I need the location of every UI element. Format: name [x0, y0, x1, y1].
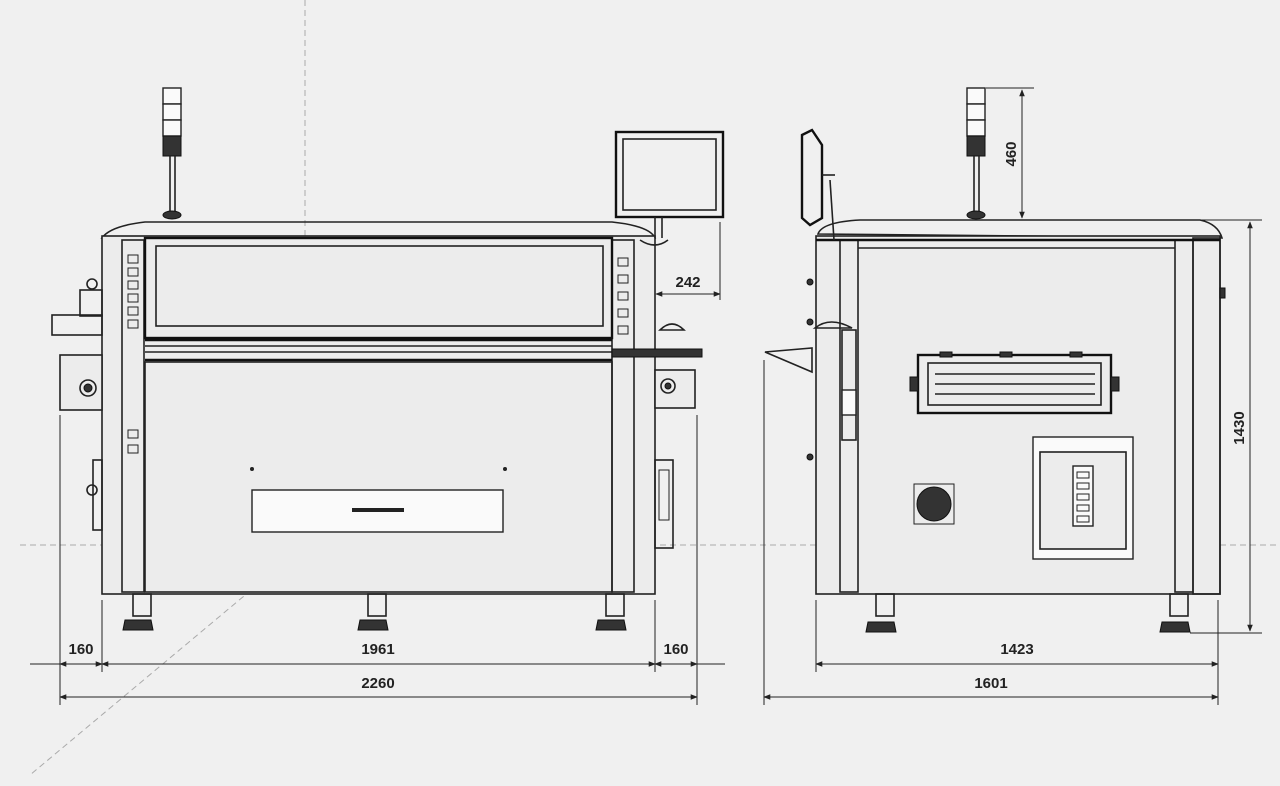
signal-tower-side	[966, 87, 986, 220]
monitor-side	[800, 128, 835, 241]
front-left-buttons	[127, 254, 139, 454]
front-right-buttons	[617, 257, 629, 335]
right-side-module	[654, 323, 696, 549]
signal-tower-front	[162, 87, 182, 220]
side-dimensions	[763, 87, 1262, 705]
dim-front-right-offset: 160	[663, 641, 688, 658]
dim-monitor-overhang: 242	[675, 274, 700, 291]
dim-side-total-depth: 1601	[974, 675, 1007, 692]
front-view	[51, 87, 725, 631]
side-feet	[865, 593, 1191, 633]
dim-front-inner-width: 1961	[361, 641, 394, 658]
monitor-front	[614, 130, 725, 246]
front-dimensions	[30, 222, 725, 705]
side-electrical-cabinet	[1032, 436, 1134, 560]
dim-front-total-width: 2260	[361, 675, 394, 692]
dim-tower-height: 460	[1003, 141, 1020, 166]
front-feet	[122, 593, 627, 631]
dim-front-left-offset: 160	[68, 641, 93, 658]
left-pneumatic-module	[51, 278, 103, 531]
side-connector-panel	[909, 351, 1120, 415]
side-view	[764, 87, 1226, 633]
dim-side-inner-depth: 1423	[1000, 641, 1033, 658]
dim-side-height: 1430	[1231, 411, 1248, 444]
side-fan	[913, 483, 955, 525]
